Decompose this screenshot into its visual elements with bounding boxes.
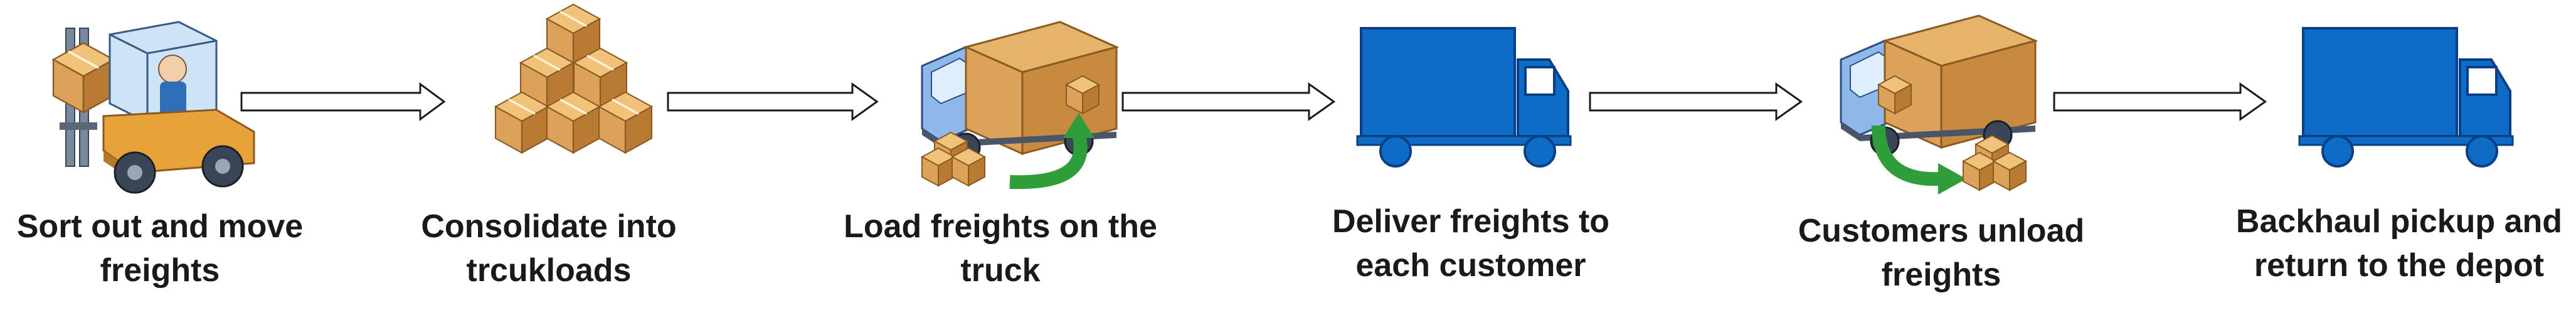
process-arrow — [1121, 83, 1335, 120]
boxes-pyramid-icon — [494, 3, 653, 154]
truck-unloading-icon — [1840, 14, 2038, 195]
step-label-line: freights — [100, 252, 220, 289]
step-label: Customers unload freights — [1798, 213, 2085, 293]
delivery-truck-icon — [1356, 27, 1572, 168]
step-label-line: Consolidate into — [421, 208, 676, 245]
delivery-truck-icon — [2298, 27, 2514, 168]
step-label-line: trcukloads — [467, 252, 632, 289]
forklift-icon — [52, 21, 255, 194]
step-label-line: each customer — [1355, 247, 1586, 284]
step-label: Load freights on the truck — [844, 208, 1157, 289]
step-label: Sort out and move freights — [17, 208, 303, 289]
step-label-line: truck — [960, 252, 1040, 289]
step-label-line: Load freights on the — [844, 208, 1157, 245]
step-label-line: Backhaul pickup and — [2236, 203, 2562, 240]
step-label: Backhaul pickup and return to the depot — [2236, 203, 2562, 284]
step-label-line: Customers unload — [1798, 213, 2085, 249]
step-label: Deliver freights to each customer — [1332, 203, 1609, 284]
process-arrow — [1589, 83, 1803, 120]
truck-loading-icon — [921, 21, 1120, 190]
process-arrow — [2053, 83, 2267, 120]
step-label-line: Deliver freights to — [1332, 203, 1609, 240]
step-label-line: Sort out and move — [17, 208, 303, 245]
step-label-line: freights — [1882, 257, 2001, 293]
process-arrow — [240, 83, 445, 120]
step-label: Consolidate into trcukloads — [421, 208, 676, 289]
step-label-line: return to the depot — [2254, 247, 2544, 284]
process-arrow — [667, 83, 878, 120]
